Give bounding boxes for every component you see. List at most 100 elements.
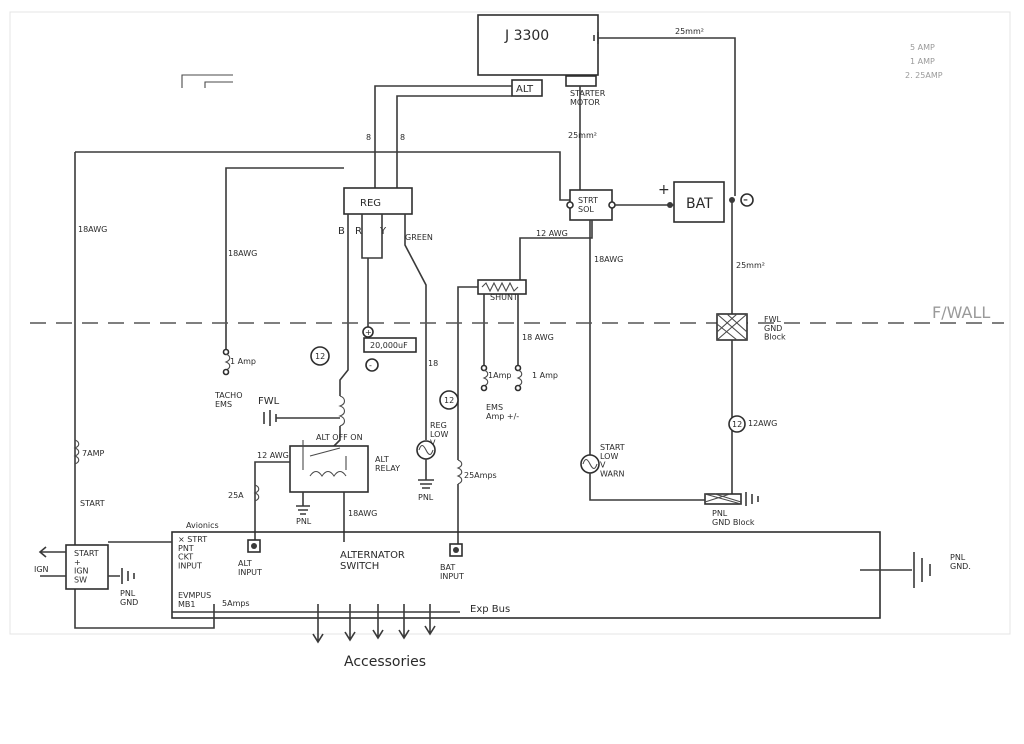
svg-text:2. 25AMP: 2. 25AMP: [905, 71, 943, 80]
svg-text:R: R: [355, 226, 362, 237]
svg-text:20,000uF: 20,000uF: [370, 341, 408, 350]
starter-motor-label: STARTER MOTOR: [570, 89, 608, 107]
svg-text:12AWG: 12AWG: [748, 419, 777, 428]
wire-alt-reg: [374, 85, 512, 188]
svg-text:18AWG: 18AWG: [228, 249, 257, 258]
wire-relay-alt-input: [254, 461, 290, 540]
wire-sol-shunt: [519, 220, 593, 285]
svg-text:8: 8: [400, 133, 405, 142]
svg-text:18: 18: [428, 359, 438, 368]
reg-low-v-lamp: REGLOWV PNL: [416, 421, 448, 502]
svg-text:18AWG: 18AWG: [594, 255, 623, 264]
wire-start-signal: [75, 151, 570, 201]
circle-12-a: [310, 346, 330, 366]
bat-pos-terminal: [667, 202, 673, 208]
wire-engine-ground: [598, 37, 736, 196]
paper-border: [9, 11, 1011, 635]
svg-text:12: 12: [444, 396, 454, 405]
svg-text:8: 8: [366, 133, 371, 142]
accessory-arrows: [312, 604, 436, 644]
svg-text:18 AWG: 18 AWG: [522, 333, 554, 342]
wire-reg-relay: [339, 338, 349, 396]
svg-text:1Amp: 1Amp: [488, 371, 511, 380]
svg-text:25mm²: 25mm²: [675, 27, 704, 36]
wire-reg-br: [347, 214, 383, 338]
fuse-7amp: [73, 439, 80, 465]
accessories-label: Accessories: [344, 654, 426, 670]
wire-mb1-switch: [74, 588, 215, 629]
battery: BAT + -: [658, 181, 754, 223]
regulator: REG B R Y GREEN: [338, 187, 433, 242]
svg-text:1 Amp: 1 Amp: [532, 371, 558, 380]
svg-text:+: +: [365, 328, 372, 337]
svg-text:7AMP: 7AMP: [82, 449, 104, 458]
capacitor: + - 20,000uF: [362, 326, 417, 372]
svg-text:5Amps: 5Amps: [222, 599, 250, 608]
svg-text:Y: Y: [379, 226, 387, 237]
svg-text:12 AWG: 12 AWG: [257, 451, 289, 460]
firewall-label: F/WALL: [932, 303, 990, 322]
relay-ground: [296, 492, 310, 515]
svg-text:12: 12: [315, 352, 325, 361]
svg-text:PNL: PNL: [418, 493, 434, 502]
svg-text:-: -: [743, 192, 748, 208]
shunt: SHUNT: [477, 279, 527, 302]
wire-tacho: [225, 167, 344, 352]
svg-text:REG: REG: [360, 198, 381, 209]
svg-text:ALT OFF ON: ALT OFF ON: [316, 433, 363, 442]
svg-text:IGN: IGN: [34, 565, 49, 574]
svg-text:25Amps: 25Amps: [464, 471, 497, 480]
svg-text:SHUNT: SHUNT: [490, 293, 518, 302]
svg-text:GREEN: GREEN: [405, 233, 433, 242]
svg-text:12: 12: [732, 420, 742, 429]
svg-text:25mm²: 25mm²: [568, 131, 597, 140]
fuse-25amps: [456, 459, 463, 485]
wire-green: [404, 214, 427, 440]
exp-bus-label: Exp Bus: [470, 604, 510, 615]
svg-text:1 AMP: 1 AMP: [910, 57, 935, 66]
svg-text:5 AMP: 5 AMP: [910, 43, 935, 52]
svg-text:12 AWG: 12 AWG: [536, 229, 568, 238]
svg-text:1 Amp: 1 Amp: [230, 357, 256, 366]
svg-text:REGLOWV: REGLOWV: [430, 421, 448, 448]
svg-text:25mm²: 25mm²: [736, 261, 765, 270]
relay-coil: [338, 395, 346, 427]
svg-text:ALT: ALT: [516, 84, 534, 95]
circle-12-b: [439, 390, 459, 410]
fuse-25a: [253, 484, 260, 502]
wire-shunt-ems: [483, 294, 519, 368]
scribble: [181, 74, 233, 88]
svg-text:25A: 25A: [228, 491, 244, 500]
alt-terminal: ALT: [511, 79, 543, 97]
starter-motor-terminal: STARTER MOTOR: [565, 75, 608, 107]
svg-text:FWL: FWL: [258, 396, 280, 407]
svg-text:PNL: PNL: [296, 517, 312, 526]
svg-text:BAT: BAT: [686, 196, 713, 212]
legend: 5 AMP 1 AMP 2. 25AMP: [905, 43, 943, 80]
